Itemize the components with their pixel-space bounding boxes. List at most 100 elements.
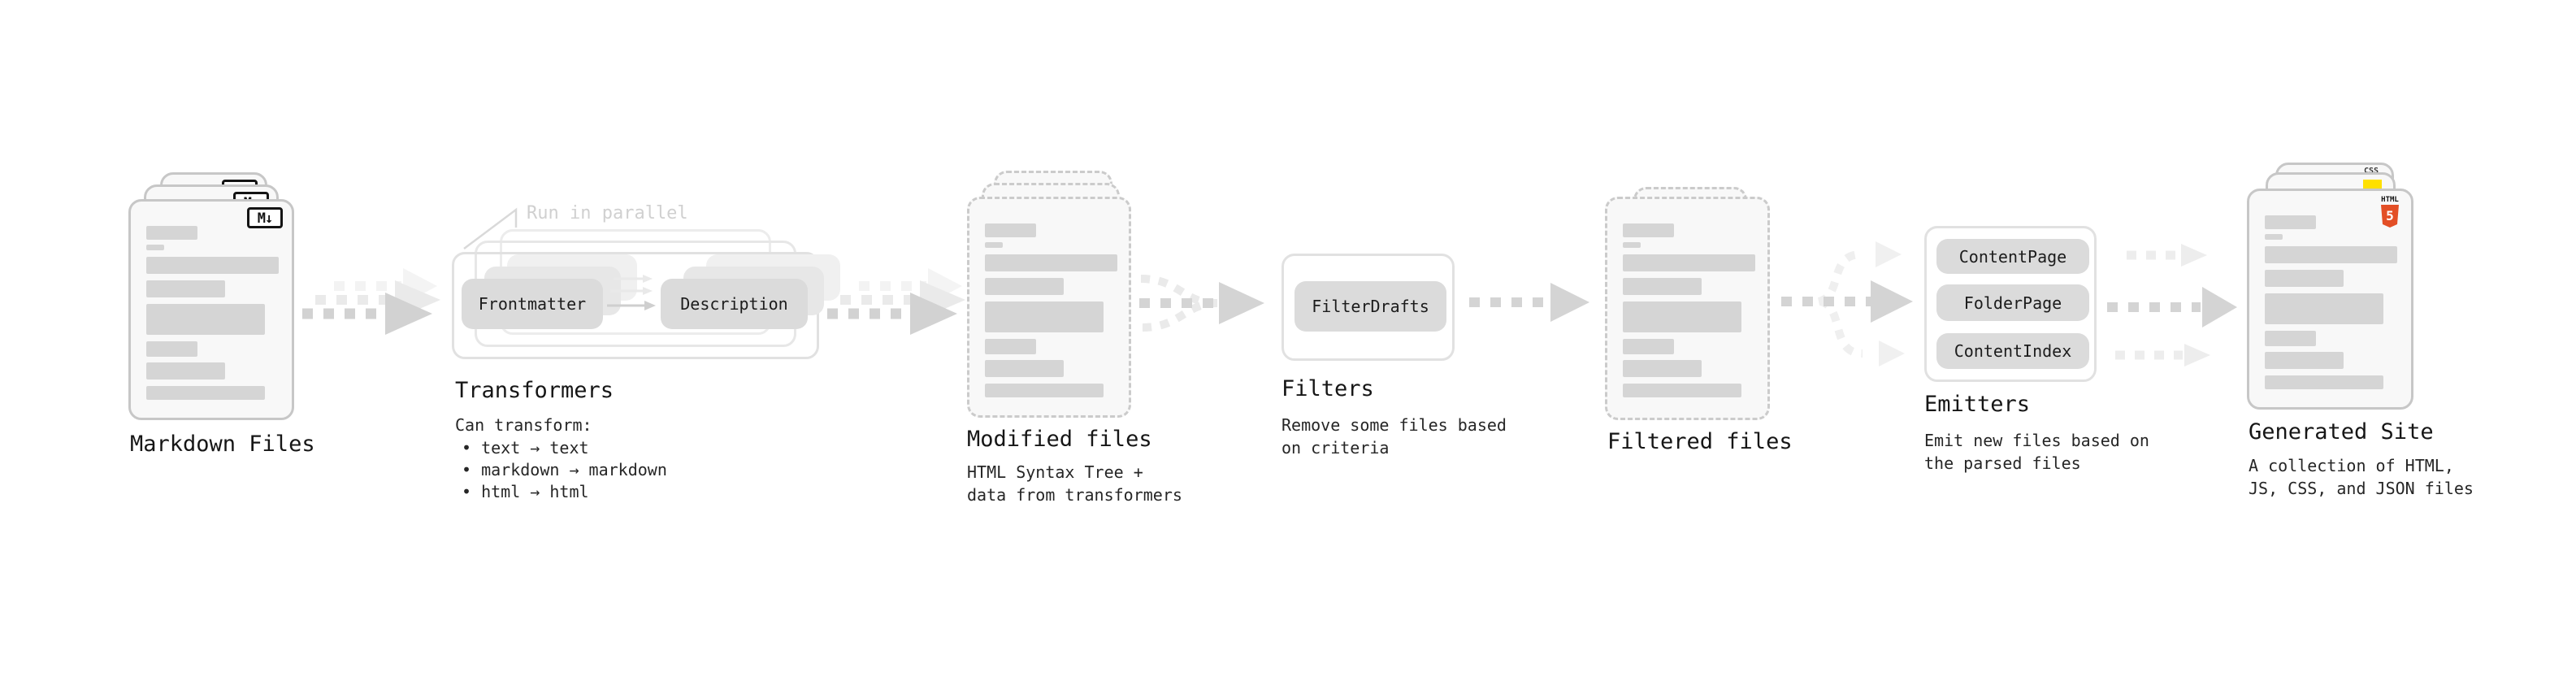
html5-icon: HTML 5 <box>2381 196 2399 228</box>
text-line-bar <box>1623 254 1755 271</box>
caption-line: the parsed files <box>1924 453 2081 473</box>
text-line-bar <box>2265 375 2383 389</box>
modified-files-stack <box>967 171 1170 423</box>
caption-line: data from transformers <box>967 485 1182 505</box>
emit-arrow-middle <box>2107 287 2237 327</box>
text-line-bar <box>146 226 197 240</box>
text-line-bar <box>2265 246 2397 263</box>
description-pill: Description <box>661 279 808 329</box>
caption-line: A collection of HTML, <box>2249 456 2454 475</box>
html5-shield <box>2381 205 2399 228</box>
text-line-bar <box>2265 270 2344 287</box>
transform-bullet: • text → text <box>462 438 589 458</box>
contentpage-pill: ContentPage <box>1936 239 2089 274</box>
emitters-caption: Emit new files based on the parsed files <box>1924 429 2149 475</box>
text-line-bar <box>985 278 1064 295</box>
arrow-main-layer <box>302 293 432 335</box>
text-line-bar <box>2265 331 2316 346</box>
arrow-main-layer <box>827 293 957 335</box>
generated-site-caption: A collection of HTML, JS, CSS, and JSON … <box>2249 454 2474 500</box>
run-in-parallel-label: Run in parallel <box>527 203 688 223</box>
caption-line: Remove some files based <box>1281 415 1507 435</box>
merge-main-arrow <box>1139 282 1264 324</box>
transform-bullet: • html → html <box>462 482 589 501</box>
transform-bullet: • markdown → markdown <box>462 460 667 479</box>
filtered-doc-front <box>1605 197 1770 420</box>
markdown-files-title: Markdown Files <box>130 432 315 457</box>
doc-text-lines <box>1607 199 1767 418</box>
text-line-bar <box>985 254 1117 271</box>
text-line-bar <box>2265 215 2316 229</box>
text-line-bar <box>985 384 1104 397</box>
text-line-bar <box>146 304 265 335</box>
inner-arrow-main <box>607 301 656 310</box>
generated-doc-html: HTML 5 <box>2247 189 2413 410</box>
caption-line: HTML Syntax Tree + <box>967 462 1143 482</box>
text-line-bar <box>146 341 197 357</box>
contentindex-pill: ContentIndex <box>1936 333 2089 369</box>
text-line-bar <box>1623 223 1674 237</box>
text-line-bar <box>1623 339 1674 354</box>
text-line-bar <box>985 360 1064 377</box>
text-line-bar <box>2265 234 2283 240</box>
emit-arrow-top <box>2127 244 2207 267</box>
arrow-markdown-to-transformers <box>302 268 440 335</box>
arrow-filtered-to-emitters-diverge <box>1781 241 1913 367</box>
transformers-bullets: • text → text • markdown → markdown • ht… <box>455 437 667 503</box>
filters-title: Filters <box>1281 376 1374 401</box>
arrow-modified-to-filters-merge <box>1139 275 1264 332</box>
transformers-caption: Can transform: <box>455 415 592 435</box>
caption-line: on criteria <box>1281 438 1390 458</box>
text-line-bar <box>1623 301 1741 332</box>
text-line-bar <box>985 339 1036 354</box>
run-in-parallel-callout-line <box>463 207 518 249</box>
text-line-bar <box>1623 360 1702 377</box>
text-line-bar <box>985 301 1104 332</box>
markdown-icon: M↓ <box>247 207 283 228</box>
arrow-main-layer <box>1469 283 1589 322</box>
text-line-bar <box>1623 384 1741 397</box>
caption-line: Emit new files based on <box>1924 431 2149 450</box>
emitters-title: Emitters <box>1924 392 2031 417</box>
arrow-filters-to-filtered <box>1469 283 1589 322</box>
modified-files-title: Modified files <box>967 427 1152 452</box>
transformer-inner-arrows <box>607 275 656 310</box>
doc-text-lines <box>131 202 292 418</box>
text-line-bar <box>146 257 279 274</box>
text-line-bar <box>146 245 164 250</box>
merge-curve-bottom <box>1142 299 1218 332</box>
filtered-files-stack <box>1605 187 1804 423</box>
merge-curve-top <box>1140 275 1216 307</box>
text-line-bar <box>985 223 1036 237</box>
markdown-doc-front: M↓ <box>128 199 294 420</box>
arrows-emitters-to-generated <box>2107 244 2237 367</box>
filters-box: FilterDrafts <box>1281 254 1455 361</box>
html5-icon-number: 5 <box>2386 208 2394 223</box>
inner-arrow-ghost <box>610 287 653 295</box>
text-line-bar <box>1623 278 1702 295</box>
folderpage-pill: FolderPage <box>1936 284 2089 321</box>
text-line-bar <box>146 280 225 297</box>
text-line-bar <box>1623 242 1641 248</box>
transformers-title: Transformers <box>455 378 614 403</box>
text-line-bar <box>2265 352 2344 369</box>
doc-text-lines <box>969 199 1129 415</box>
text-line-bar <box>985 242 1003 248</box>
filtered-files-title: Filtered files <box>1607 429 1793 454</box>
css-icon-label: CSS <box>2363 167 2379 176</box>
inner-arrow-ghost <box>614 275 653 283</box>
filters-caption: Remove some files based on criteria <box>1281 414 1507 459</box>
modified-doc-front <box>967 197 1131 418</box>
modified-files-caption: HTML Syntax Tree + data from transformer… <box>967 461 1182 506</box>
markdown-files-stack: M↓ M↓ M↓ <box>128 172 332 424</box>
generated-site-stack: CSS HTML 5 <box>2247 163 2454 414</box>
generated-site-title: Generated Site <box>2249 419 2434 445</box>
text-line-bar <box>2265 293 2383 324</box>
arrow-transformers-to-modified <box>827 268 965 335</box>
filterdrafts-pill: FilterDrafts <box>1295 281 1446 332</box>
text-line-bar <box>146 386 265 400</box>
doc-text-lines <box>2249 191 2411 407</box>
caption-line: JS, CSS, and JSON files <box>2249 479 2474 498</box>
emit-arrow-bottom <box>2115 344 2210 367</box>
